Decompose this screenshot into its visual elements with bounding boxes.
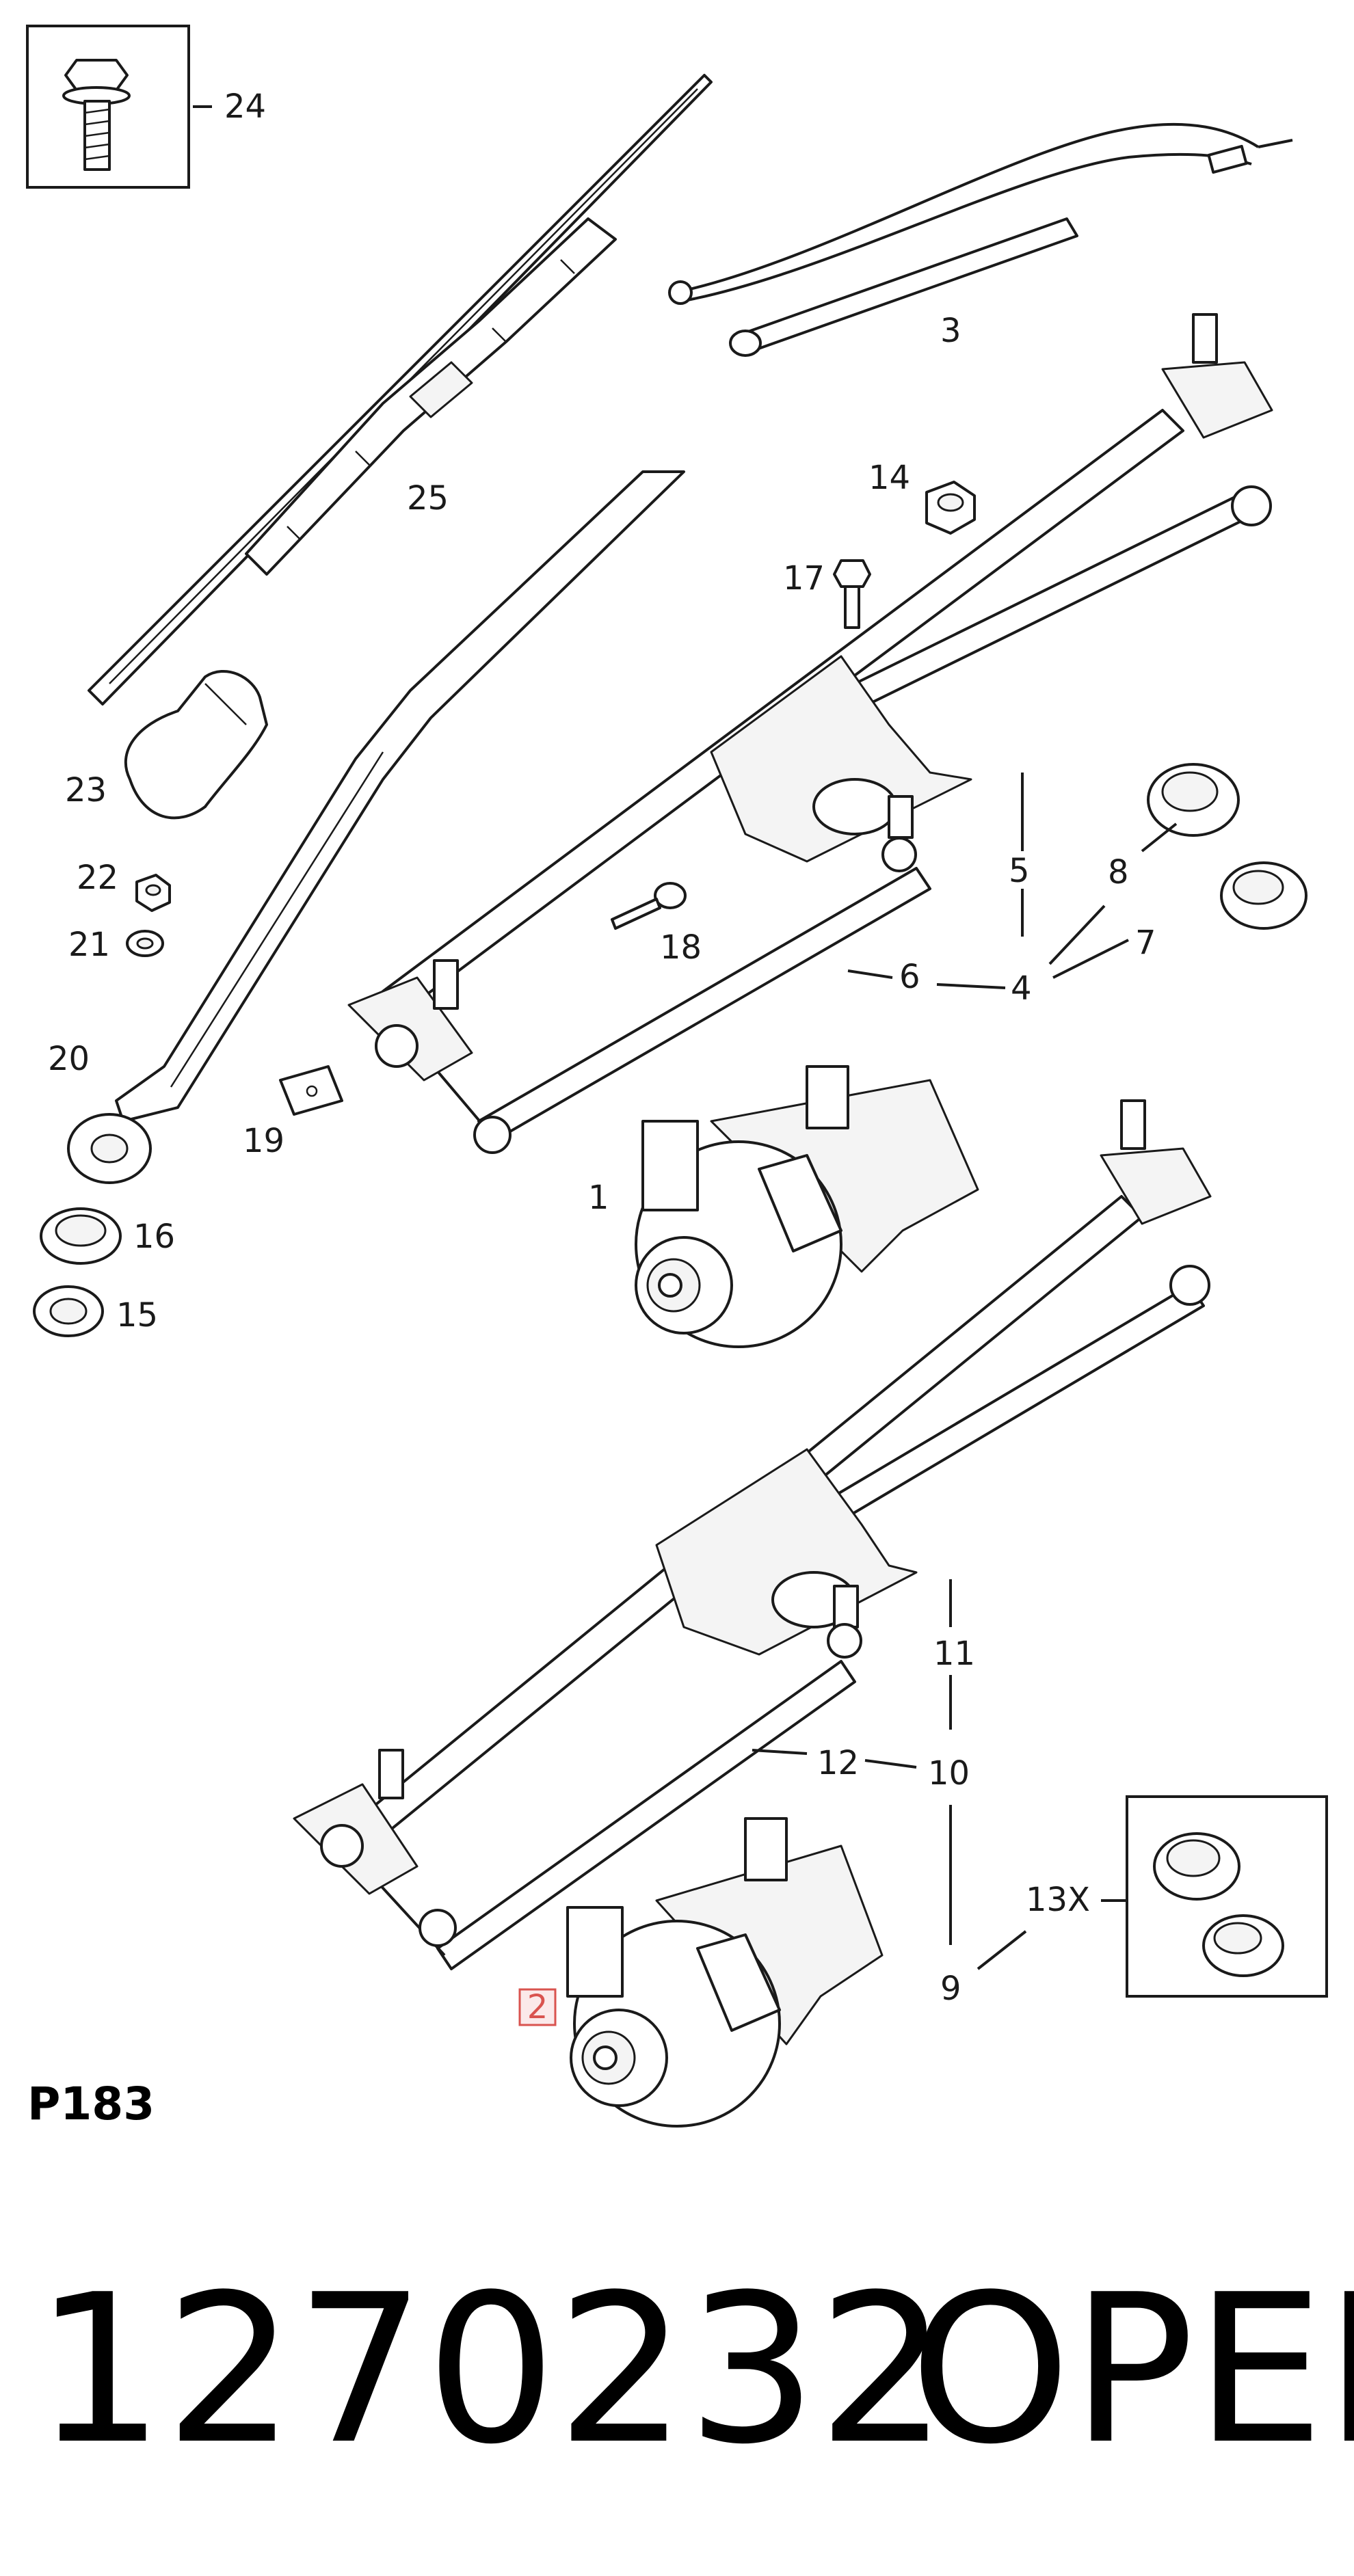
callout-15: 15 [116, 1296, 158, 1334]
callout-10: 10 [928, 1754, 970, 1793]
part-14-nut [925, 481, 976, 535]
callout-7: 7 [1135, 924, 1156, 962]
part-20-wiper-arm [67, 470, 685, 1184]
callout-20: 20 [48, 1040, 90, 1078]
callout-3: 3 [940, 312, 961, 350]
part-16-grommet [40, 1207, 122, 1265]
callout-25: 25 [407, 479, 449, 518]
part-22-nut [135, 874, 171, 912]
callout-11: 11 [933, 1635, 975, 1673]
part-8-grommet [1147, 763, 1240, 837]
callout-19: 19 [243, 1122, 284, 1160]
callout-labels: 24 25 3 14 17 23 22 21 20 16 15 19 18 5 … [48, 88, 1156, 2026]
callout-18: 18 [660, 928, 702, 967]
callout-24: 24 [224, 88, 266, 126]
upper-linkage-assembly [347, 313, 1273, 1154]
brand-name: OPEL [910, 2251, 1354, 2489]
callout-6: 6 [899, 958, 920, 996]
callout-5: 5 [1009, 852, 1030, 890]
callout-2: 2 [527, 1988, 548, 2026]
sheet-code: P183 [27, 2078, 155, 2130]
part-25-wiper-blade [88, 74, 713, 706]
leader-lines [193, 105, 1178, 1970]
part-17-screw [833, 559, 871, 629]
part-15-washer [33, 1285, 104, 1337]
callout-4: 4 [1011, 969, 1032, 1008]
part-24-bolt [26, 25, 190, 189]
callout-21: 21 [68, 926, 110, 964]
callout-12: 12 [817, 1744, 859, 1782]
callout-17: 17 [783, 559, 825, 598]
part-23-cap [124, 669, 268, 820]
part-19-clip [279, 1065, 343, 1116]
part-3-washer-hose [668, 122, 1293, 357]
part-13x-grommet-kit [1126, 1795, 1328, 1998]
callout-8: 8 [1108, 853, 1129, 891]
part-18-bolt [611, 882, 687, 930]
part-number: 1270232 [34, 2251, 948, 2489]
callout-14: 14 [868, 459, 910, 497]
callout-1: 1 [588, 1179, 609, 1217]
callout-2-highlighted: 2 [518, 1988, 557, 2026]
callout-16: 16 [133, 1218, 175, 1256]
part-1-wiper-motor [635, 1065, 979, 1348]
callout-23: 23 [65, 771, 107, 809]
part-21-washer [126, 930, 164, 957]
callout-9: 9 [940, 1970, 961, 2008]
callout-13x: 13X [1026, 1881, 1090, 1919]
part-2-wiper-motor [566, 1817, 884, 2128]
part-7-grommet [1220, 861, 1307, 930]
callout-22: 22 [77, 859, 118, 897]
lower-linkage-assembly [293, 1099, 1212, 1970]
